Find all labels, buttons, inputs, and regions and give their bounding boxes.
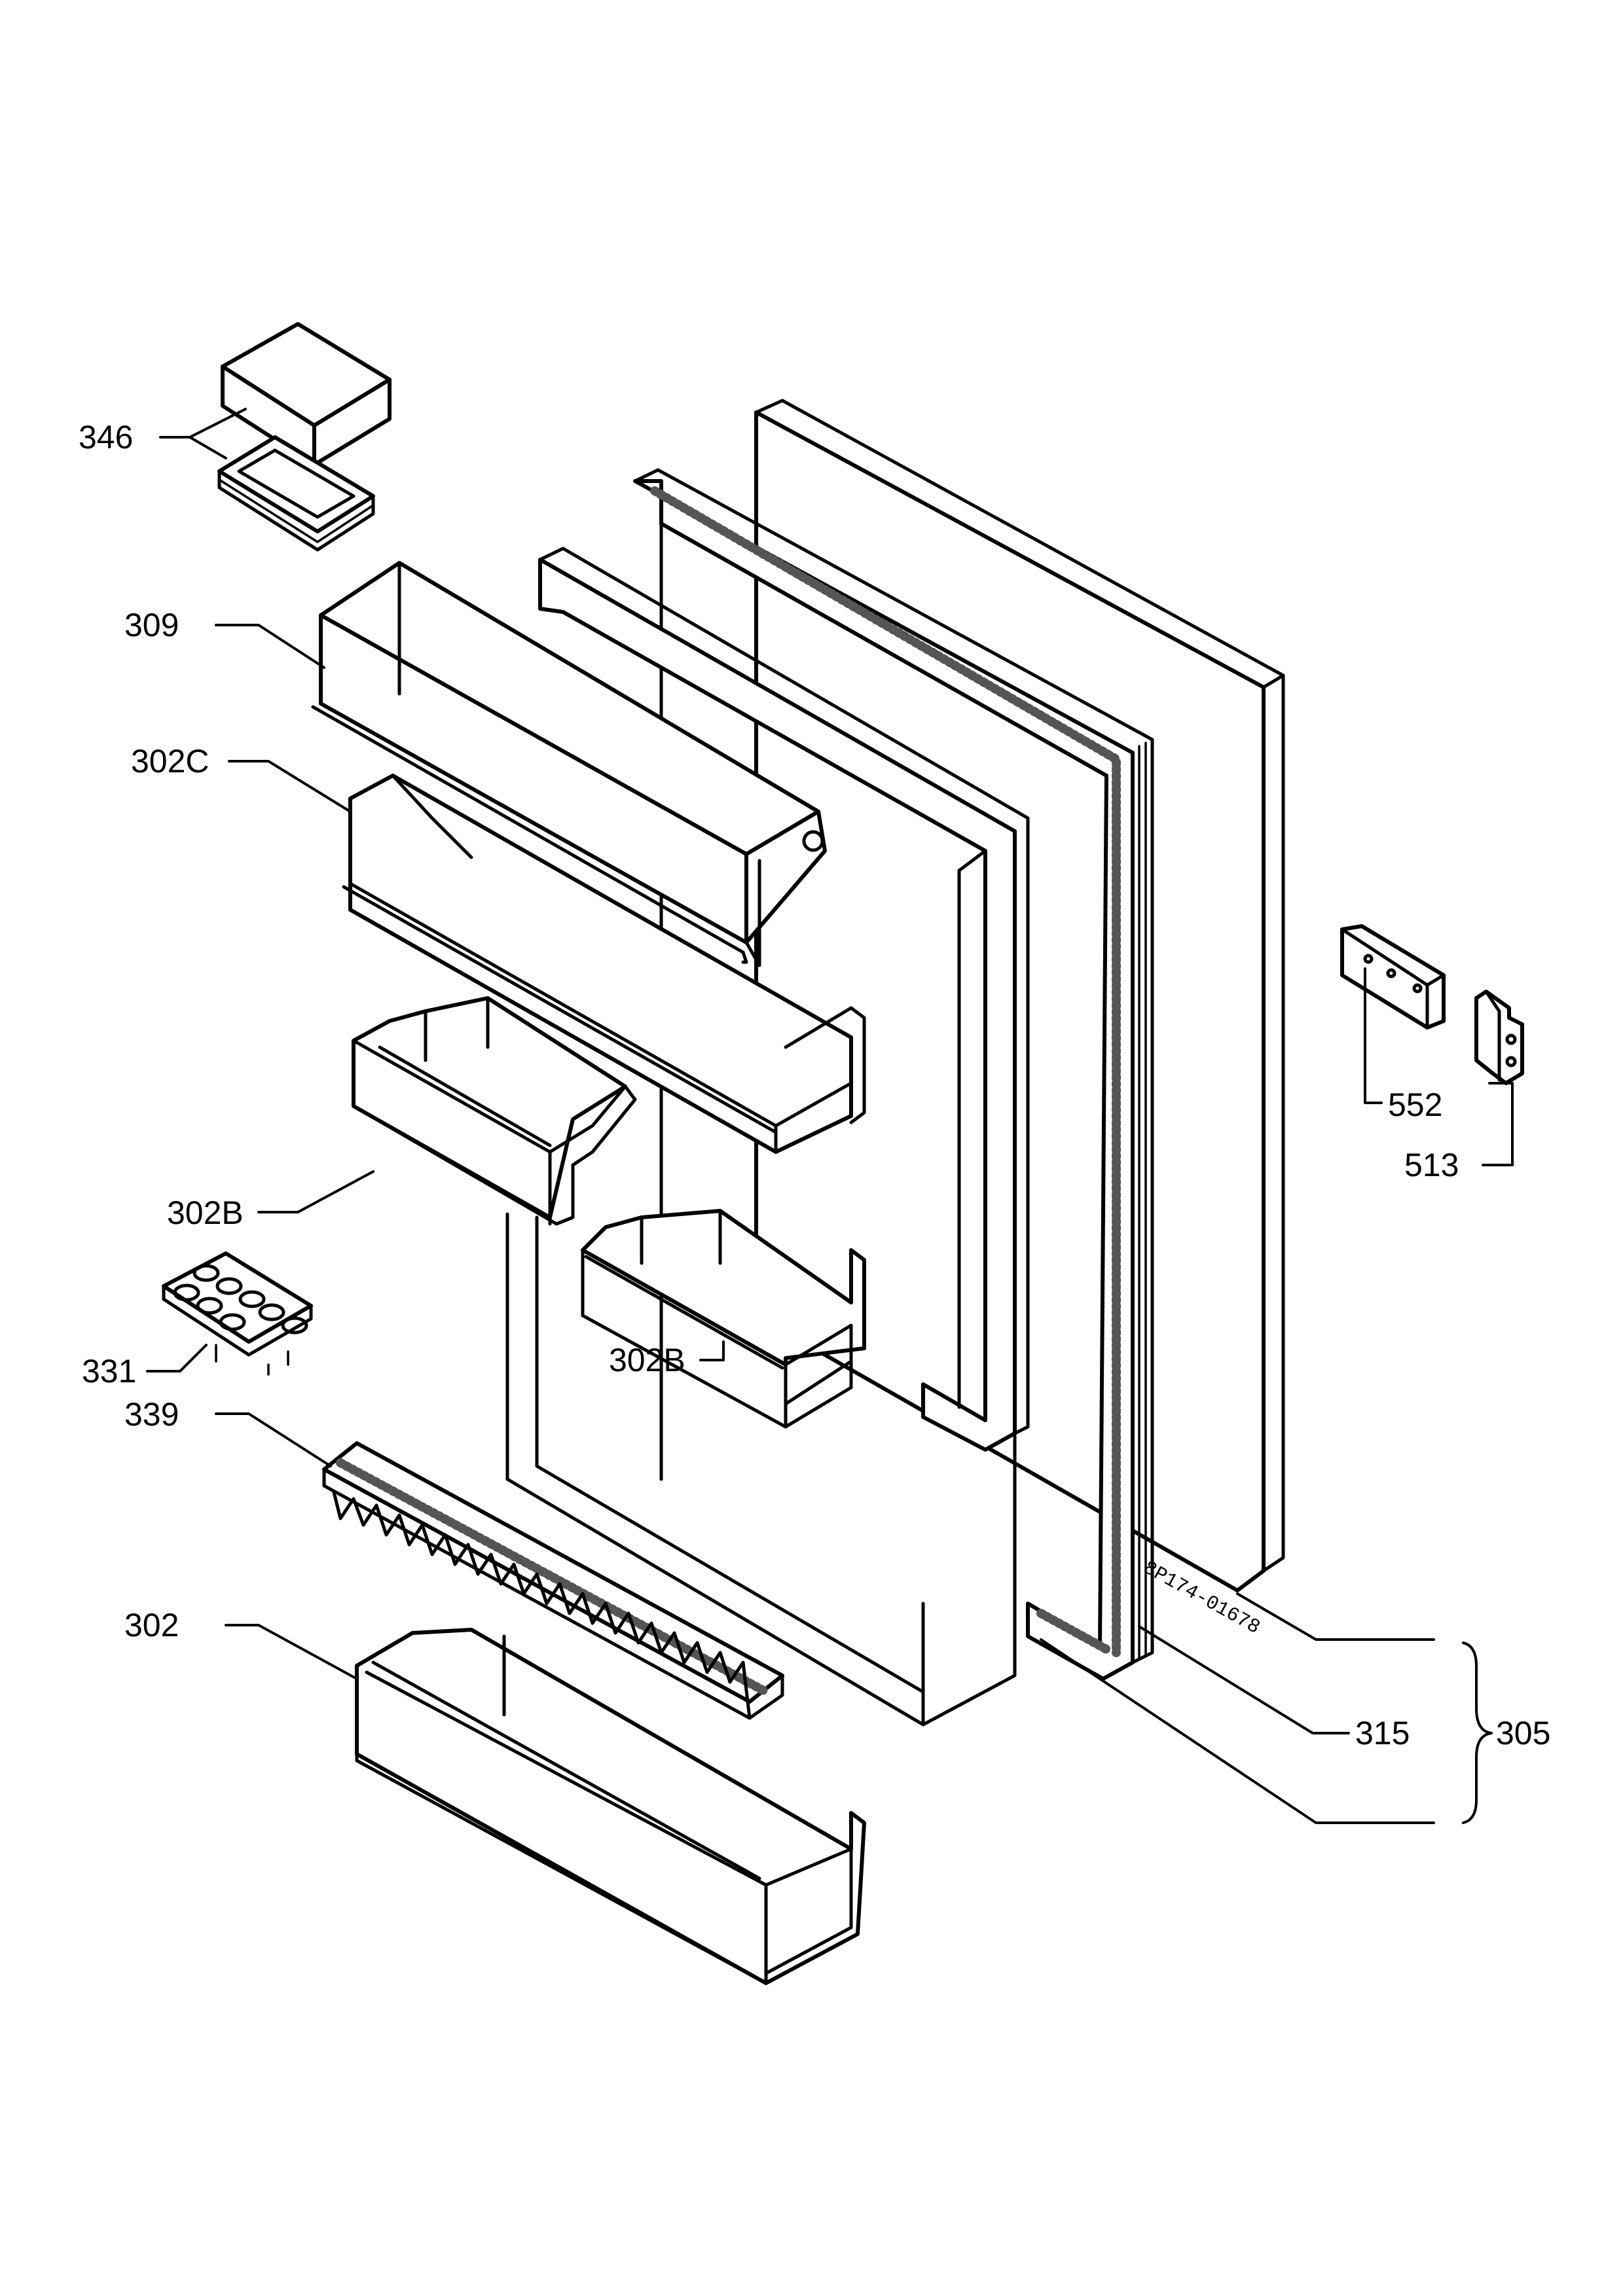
leader-302c <box>228 760 352 813</box>
label-302: 302 <box>124 1607 179 1643</box>
label-315: 315 <box>1355 1715 1410 1751</box>
label-302b-left: 302B <box>167 1194 244 1231</box>
part-302c-shelf <box>342 774 866 1154</box>
part-302b-shelf-right <box>581 1209 866 1429</box>
leader-346 <box>159 408 247 459</box>
label-331: 331 <box>82 1353 136 1390</box>
bracket-305 <box>1462 1641 1493 1824</box>
label-346: 346 <box>79 419 133 456</box>
part-339-bottle-rack <box>322 1441 784 1720</box>
leader-552 <box>1364 967 1383 1104</box>
part-302b-shelf-left <box>352 996 637 1226</box>
outer-door-panel <box>754 399 1285 1592</box>
part-309-top-shelf <box>311 561 827 967</box>
label-305: 305 <box>1496 1715 1550 1751</box>
leader-302 <box>225 1624 358 1680</box>
leader-305-c <box>1040 1638 1435 1824</box>
label-552: 552 <box>1388 1086 1442 1123</box>
leader-315 <box>1138 1625 1350 1734</box>
leader-302b-left <box>257 1170 374 1213</box>
leader-513 <box>1482 1082 1514 1166</box>
leader-302b-right <box>699 1340 725 1361</box>
label-339: 339 <box>124 1396 179 1433</box>
part-302-bottom-shelf <box>355 1628 866 1985</box>
label-302b-right: 302B <box>609 1342 685 1378</box>
leader-331 <box>146 1344 208 1372</box>
part-346-cover <box>221 322 392 467</box>
leader-lines <box>146 408 1514 1824</box>
label-302c: 302C <box>131 743 210 780</box>
part-552-hinge-plate <box>1340 924 1446 1030</box>
label-309: 309 <box>124 607 179 643</box>
inner-door-liner <box>505 547 1030 1727</box>
part-346-frame <box>217 435 375 552</box>
leader-309 <box>215 624 325 669</box>
part-513-hinge-bracket <box>1474 990 1524 1085</box>
leader-339 <box>215 1412 332 1467</box>
label-513: 513 <box>1404 1147 1459 1183</box>
leader-305-a <box>1236 1592 1435 1641</box>
part-331-egg-tray <box>162 1251 313 1376</box>
